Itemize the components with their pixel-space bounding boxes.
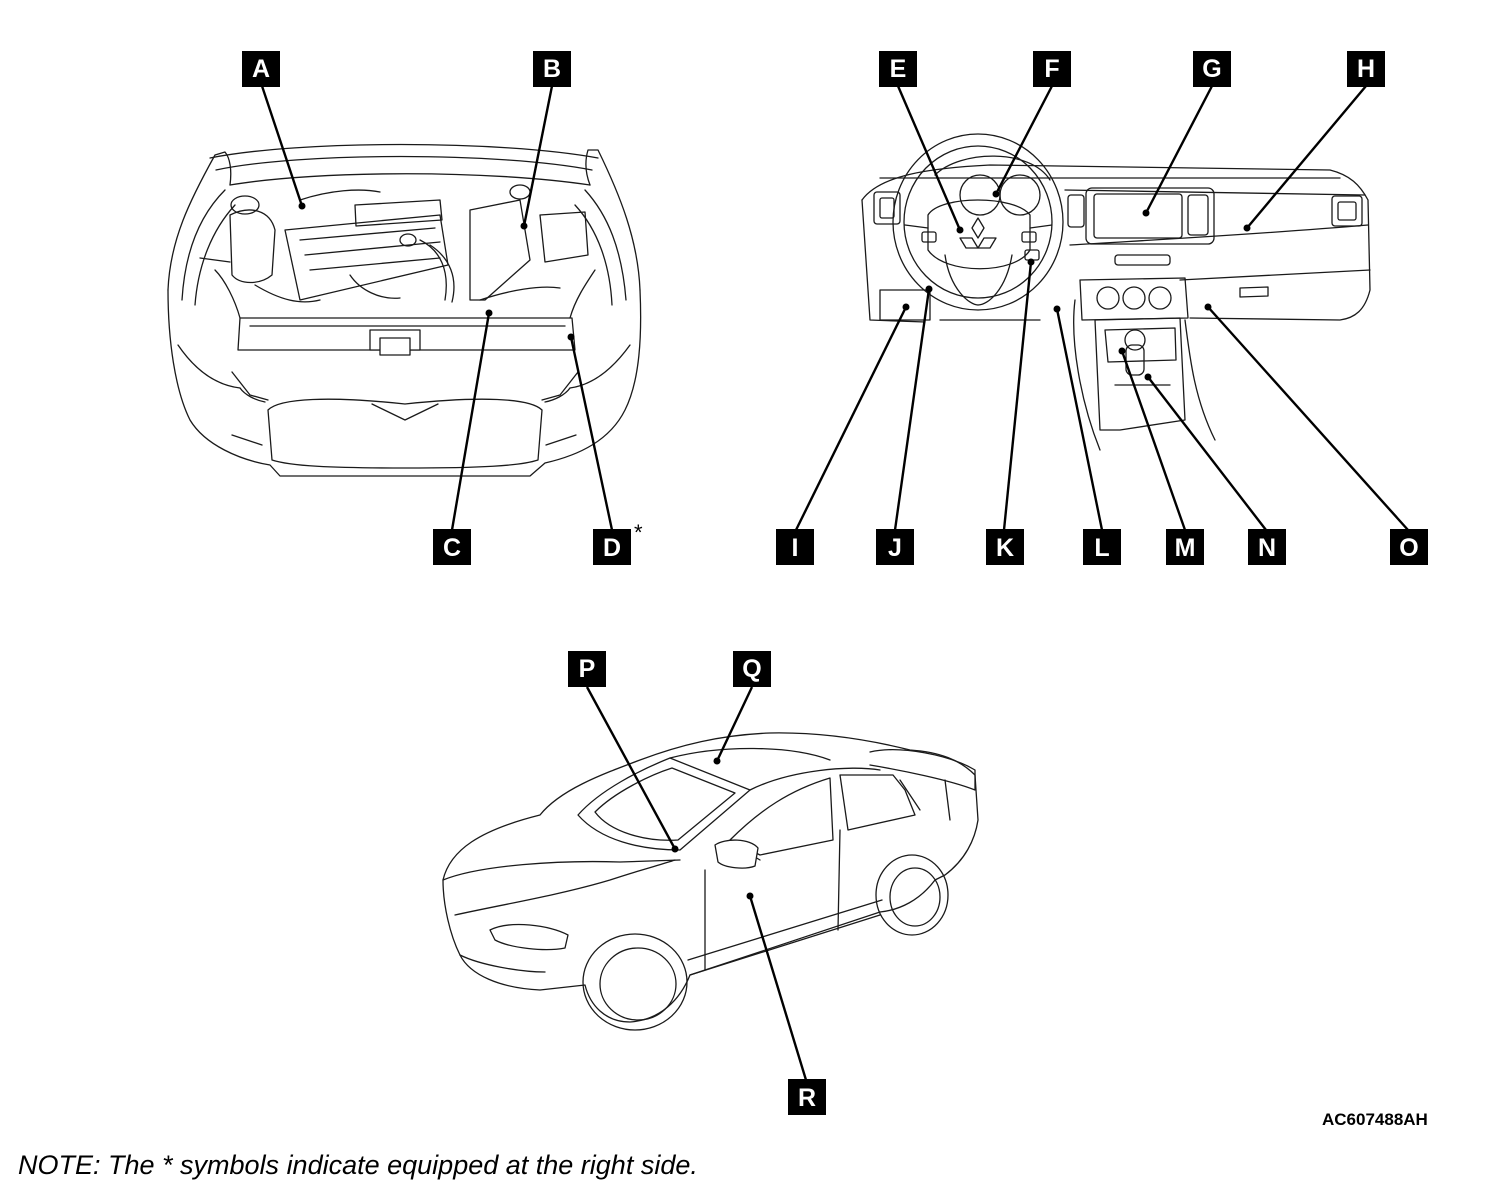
- callout-f: F: [1033, 51, 1071, 87]
- svg-text:G: G: [1202, 55, 1221, 83]
- callout-labels: A B C D* E F G H I J K L M N O P Q R: [242, 51, 1428, 1115]
- svg-text:A: A: [252, 55, 270, 83]
- svg-text:R: R: [798, 1084, 816, 1112]
- callout-l: L: [1083, 529, 1121, 565]
- svg-text:N: N: [1258, 534, 1276, 562]
- callout-h: H: [1347, 51, 1385, 87]
- svg-text:Q: Q: [742, 655, 761, 683]
- svg-text:F: F: [1044, 55, 1059, 83]
- svg-text:D: D: [603, 534, 621, 562]
- callout-p: P: [568, 651, 606, 687]
- right-side-asterisk: *: [634, 520, 643, 545]
- vehicle-exterior-illustration: [442, 732, 979, 1031]
- callout-i: I: [776, 529, 814, 565]
- svg-text:M: M: [1175, 534, 1196, 562]
- callout-r: R: [788, 1079, 826, 1115]
- callout-o: O: [1390, 529, 1428, 565]
- callout-k: K: [986, 529, 1024, 565]
- svg-text:C: C: [443, 534, 461, 562]
- footnote: NOTE: The * symbols indicate equipped at…: [18, 1150, 698, 1180]
- svg-text:H: H: [1357, 55, 1375, 83]
- figure-id: AC607488AH: [1322, 1110, 1428, 1129]
- callout-g: G: [1193, 51, 1231, 87]
- instrument-panel-illustration: [861, 133, 1371, 451]
- callout-m: M: [1166, 529, 1204, 565]
- callout-e: E: [879, 51, 917, 87]
- callout-c: C: [433, 529, 471, 565]
- svg-text:P: P: [579, 655, 596, 683]
- callout-q: Q: [733, 651, 771, 687]
- svg-text:J: J: [888, 534, 902, 562]
- svg-text:L: L: [1094, 534, 1109, 562]
- svg-text:I: I: [792, 534, 799, 562]
- callout-j: J: [876, 529, 914, 565]
- svg-text:K: K: [996, 534, 1014, 562]
- callout-b: B: [533, 51, 571, 87]
- callout-n: N: [1248, 529, 1286, 565]
- svg-text:E: E: [890, 55, 907, 83]
- svg-text:B: B: [543, 55, 561, 83]
- engine-compartment-illustration: [167, 143, 642, 477]
- leader-lines: [260, 85, 1409, 1081]
- callout-a: A: [242, 51, 280, 87]
- callout-d: D*: [593, 520, 643, 565]
- svg-text:O: O: [1399, 534, 1418, 562]
